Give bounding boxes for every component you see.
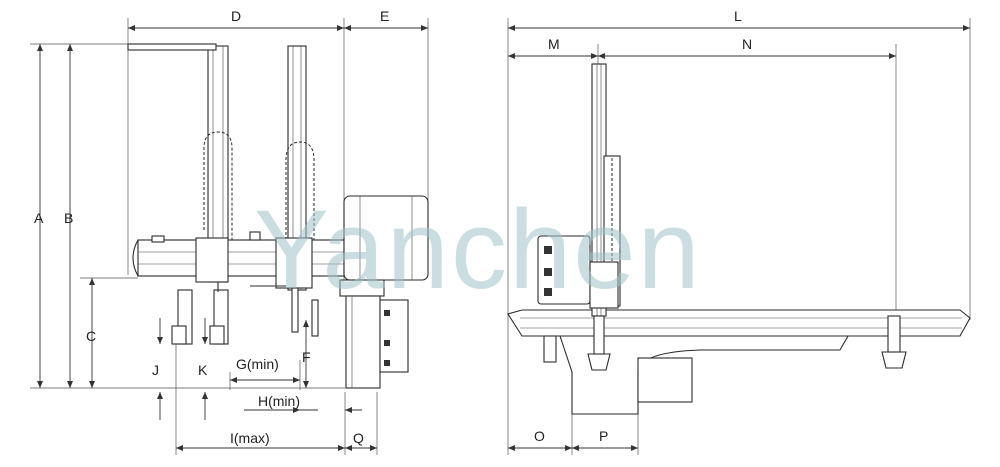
label-C: C	[86, 328, 96, 344]
label-D: D	[231, 8, 241, 24]
label-A: A	[34, 210, 44, 226]
label-N: N	[742, 36, 752, 52]
label-E: E	[380, 8, 389, 24]
side-dimension-lines	[508, 25, 970, 451]
side-machine	[507, 63, 971, 415]
watermark-text: Yanchen	[254, 187, 702, 312]
label-K: K	[198, 362, 208, 378]
label-Q: Q	[353, 430, 364, 446]
label-L: L	[734, 8, 742, 24]
front-machine	[127, 43, 429, 389]
label-J: J	[152, 362, 159, 378]
label-G: G(min)	[236, 356, 279, 372]
label-I: I(max)	[230, 430, 270, 446]
label-B: B	[64, 210, 73, 226]
front-dimension-lines	[37, 25, 428, 451]
label-M: M	[548, 36, 560, 52]
front-labels: D E A B C J K G(min) F H(min) I(max) Q	[34, 8, 389, 446]
front-view: D E A B C J K G(min) F H(min) I(max) Q	[30, 8, 429, 455]
label-H: H(min)	[258, 393, 300, 409]
label-O: O	[534, 428, 545, 444]
side-view: L M N O P	[507, 8, 971, 455]
side-labels: L M N O P	[534, 8, 752, 444]
label-F: F	[302, 349, 311, 365]
label-P: P	[599, 428, 608, 444]
